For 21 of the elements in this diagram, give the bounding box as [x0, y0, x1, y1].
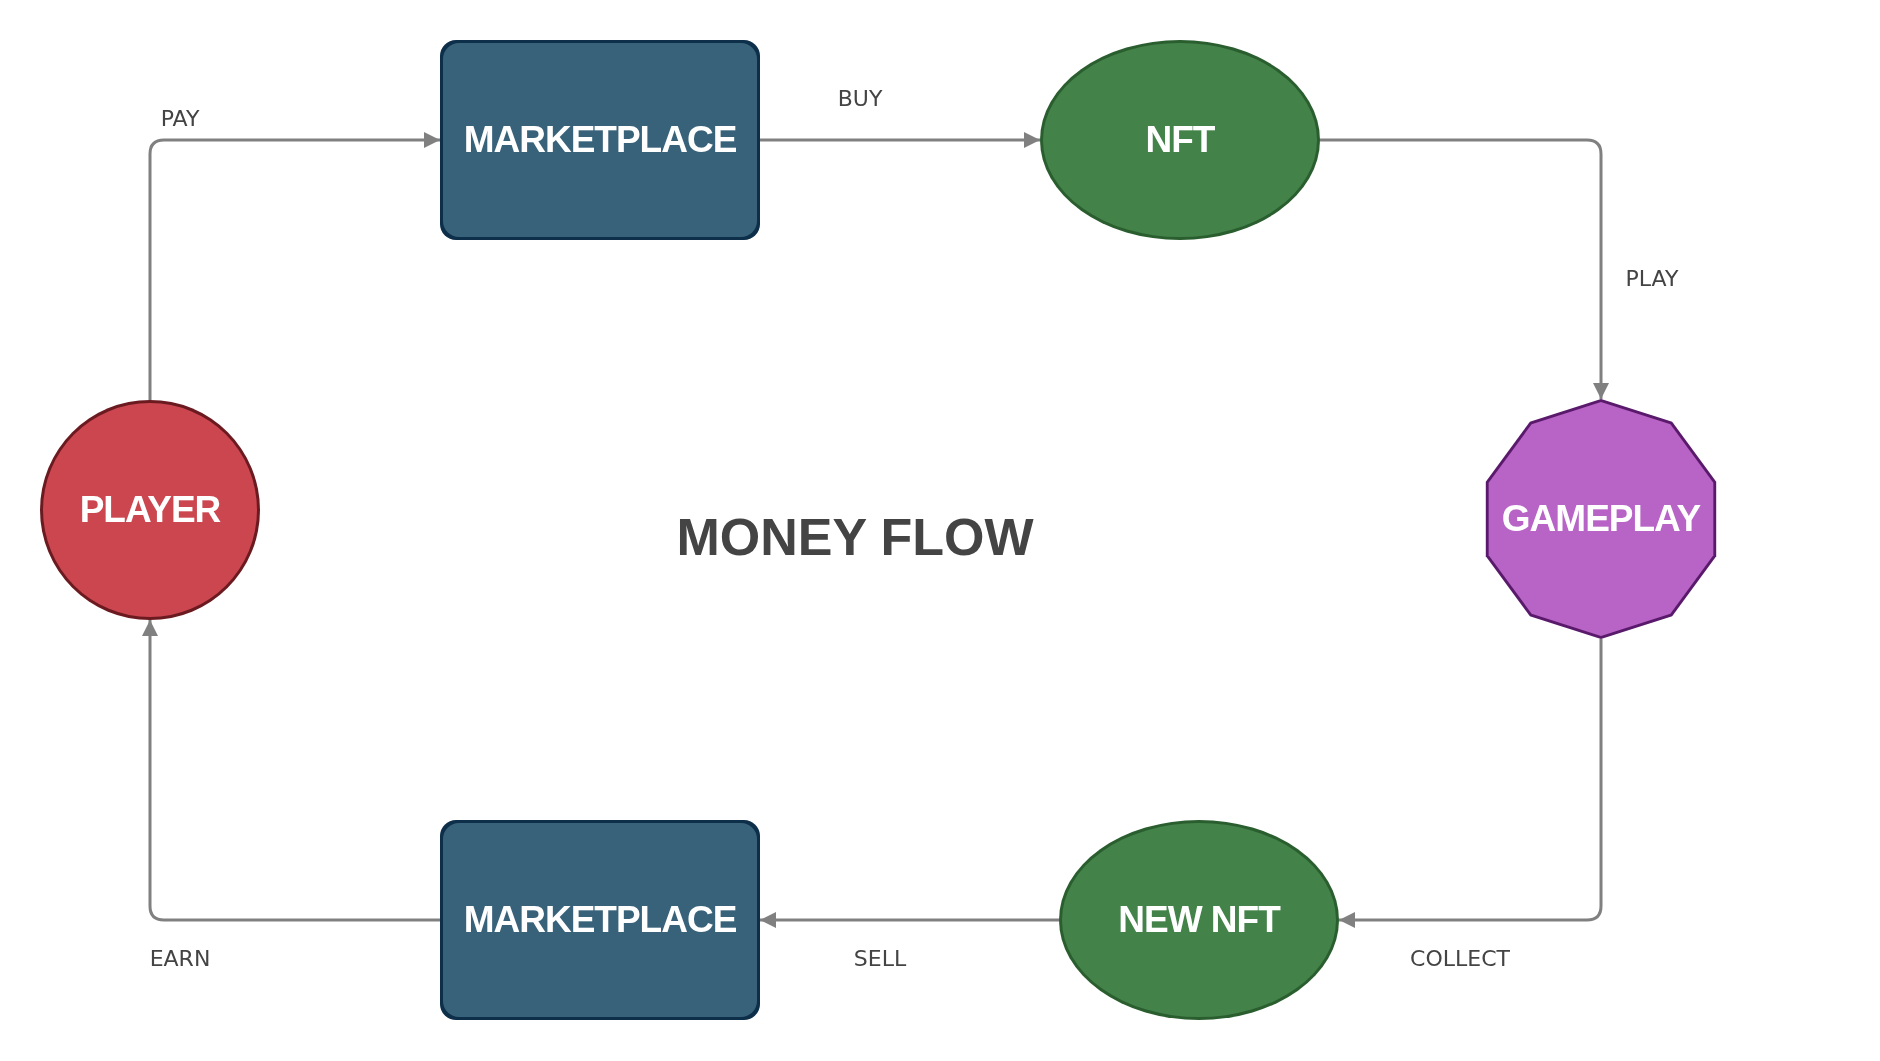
process-box [440, 820, 760, 1020]
arrow [148, 132, 440, 400]
arrow [760, 912, 1059, 928]
edge-label: PLAY [1625, 266, 1679, 291]
node-label: MARKETPLACE [463, 119, 737, 161]
edge-label: PAY [160, 106, 200, 131]
diagram-title: MONEY FLOW [676, 507, 1034, 567]
arrow [142, 620, 440, 922]
arrow [1339, 639, 1603, 928]
node-label: MARKETPLACE [463, 899, 737, 941]
arrow [1320, 138, 1609, 399]
edge-label: COLLECT [1410, 946, 1510, 971]
edge-label: BUY [837, 86, 883, 111]
node-label: PLAYER [79, 489, 221, 531]
edge-label: EARN [149, 946, 211, 971]
edge-label: SELL [853, 946, 907, 971]
arrow [760, 132, 1040, 148]
node-label: NFT [1145, 119, 1215, 161]
node-label: NEW NFT [1118, 899, 1280, 941]
node-label: GAMEPLAY [1501, 498, 1701, 540]
process-box [440, 40, 760, 240]
